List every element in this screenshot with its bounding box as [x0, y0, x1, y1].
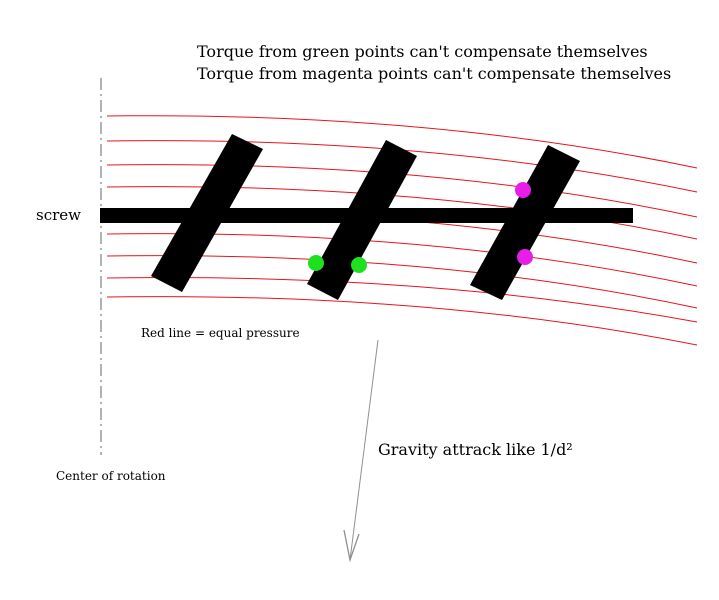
blade-middle [307, 140, 417, 300]
blade-left [151, 134, 263, 292]
legend-label: Red line = equal pressure [141, 326, 300, 340]
pressure-line [106, 164, 698, 218]
blade-right [470, 145, 580, 300]
green-point [308, 255, 324, 271]
gravity-arrow [343, 339, 379, 563]
pressure-line [106, 296, 698, 346]
gravity-arrow-shaft [349, 339, 379, 561]
magenta-point [517, 249, 533, 265]
screw-label: screw [36, 206, 81, 224]
pressure-line [106, 115, 698, 169]
pressure-line [106, 140, 698, 193]
magenta-point [515, 182, 531, 198]
pressure-line [106, 186, 698, 240]
pressure-line [106, 277, 698, 323]
gravity-arrow-head [343, 529, 360, 563]
gravity-label: Gravity attrack like 1/d² [378, 440, 573, 459]
center-of-rotation-label: Center of rotation [56, 469, 166, 483]
title-line-green: Torque from green points can't compensat… [197, 42, 648, 61]
title-line-magenta: Torque from magenta points can't compens… [197, 64, 671, 83]
green-point [351, 257, 367, 273]
